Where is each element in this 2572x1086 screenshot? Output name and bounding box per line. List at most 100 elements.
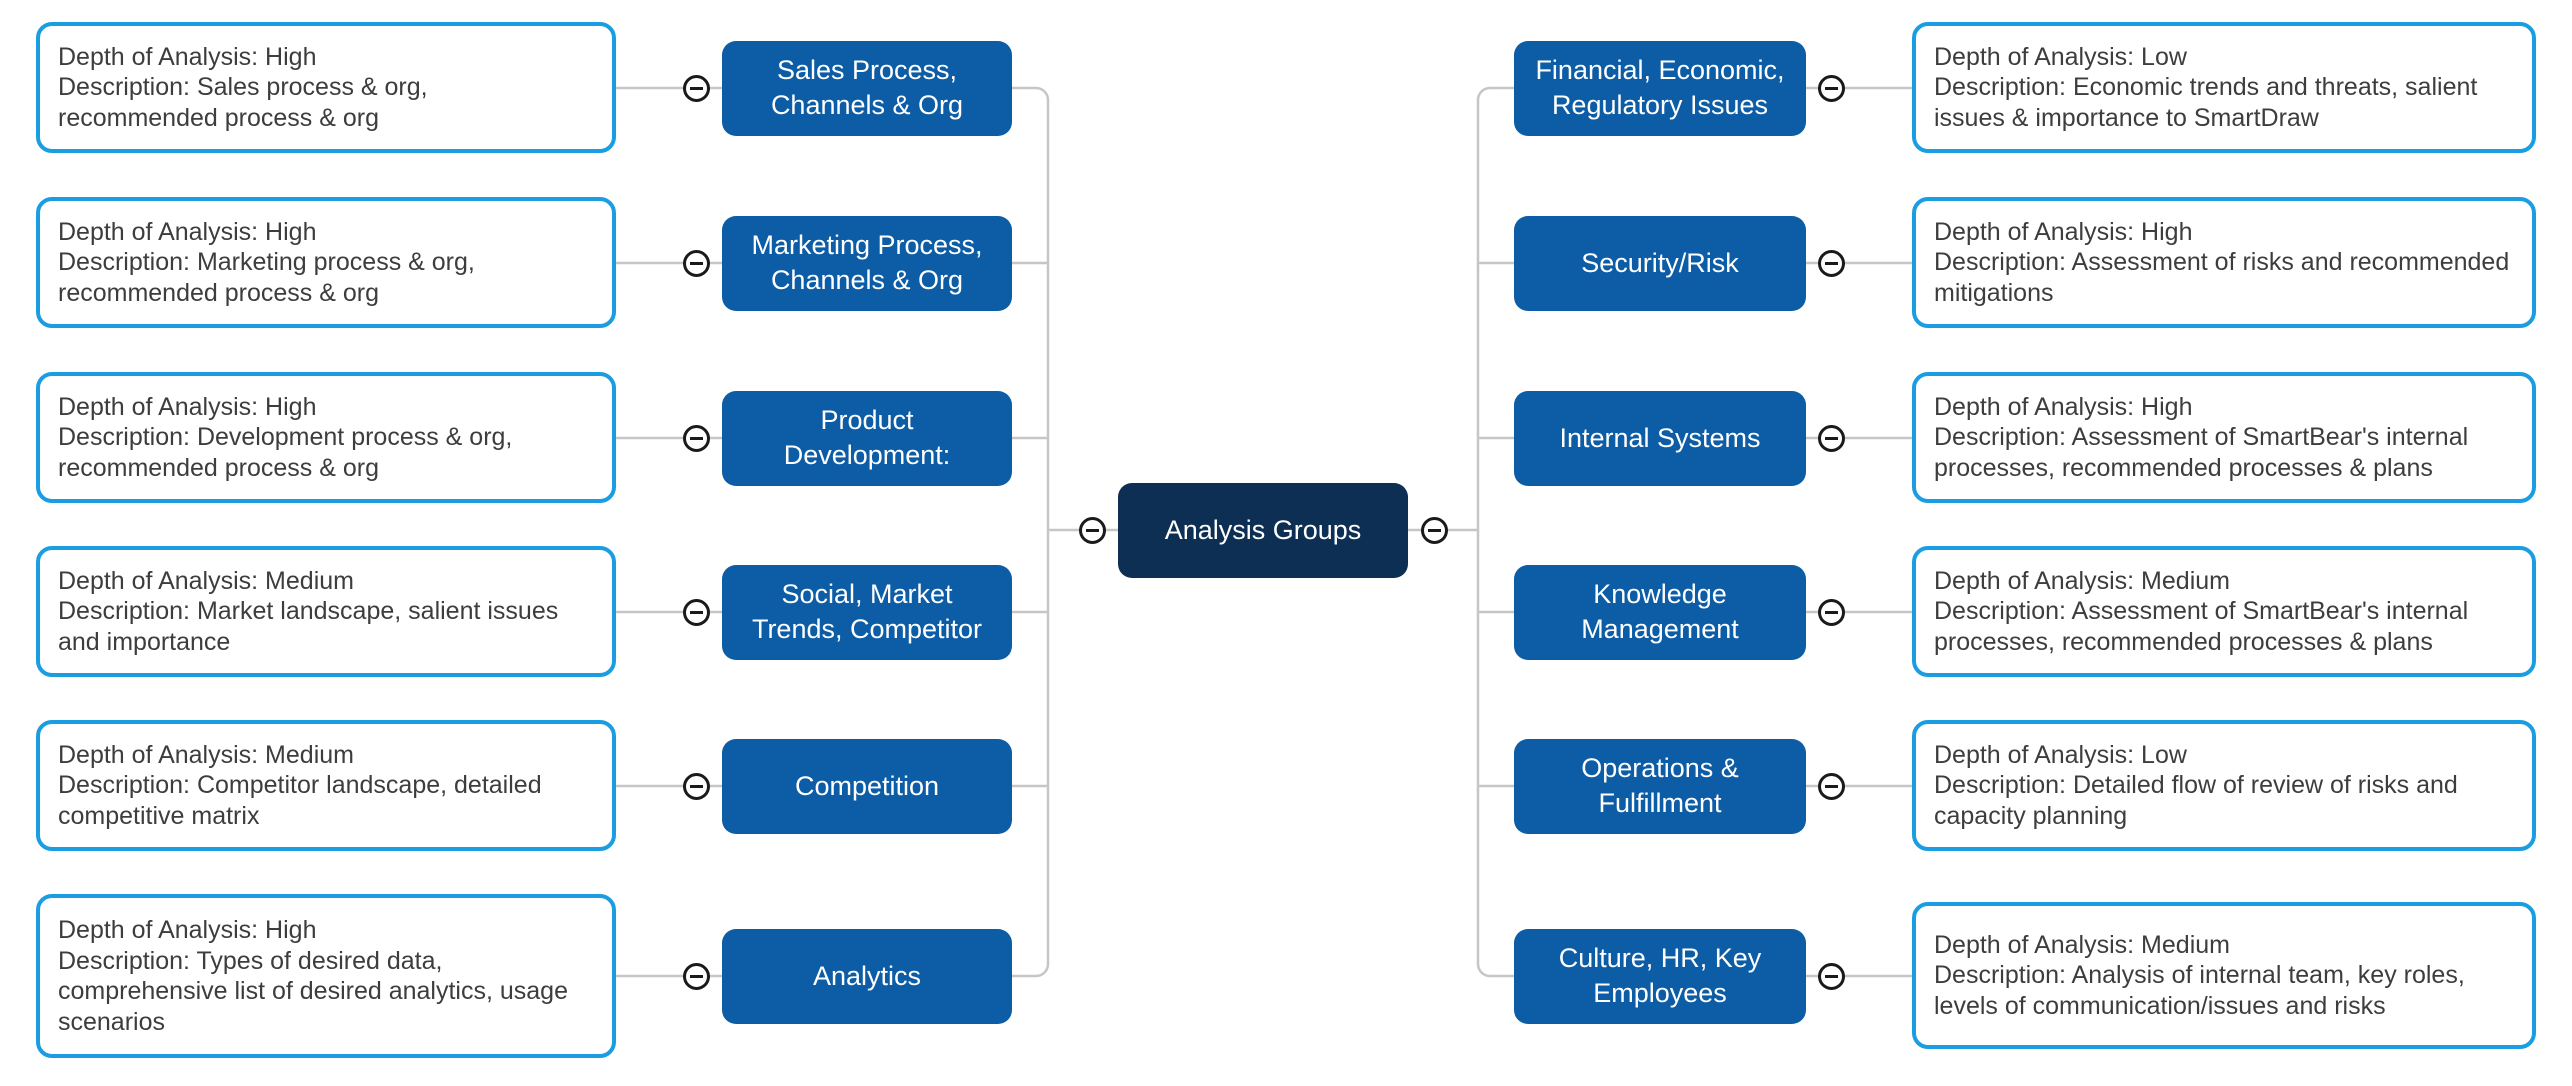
detail-text: Depth of Analysis: Medium Description: A…: [1934, 566, 2522, 658]
depth-text: Depth of Analysis: Medium: [58, 566, 354, 595]
node-security-risk[interactable]: Security/Risk: [1514, 215, 1806, 311]
node-label: Internal Systems: [1559, 422, 1761, 453]
collapse-button-financial[interactable]: [1818, 75, 1845, 102]
collapse-button-root-left[interactable]: [1079, 517, 1106, 544]
node-operations-fulfillment[interactable]: Operations & Fulfillment: [1514, 738, 1806, 834]
minus-icon: [1825, 87, 1838, 90]
collapse-button-social-market[interactable]: [683, 599, 710, 626]
detail-box-marketing[interactable]: Depth of Analysis: High Description: Mar…: [36, 197, 616, 328]
collapse-button-operations[interactable]: [1818, 773, 1845, 800]
node-culture-hr-key-employees[interactable]: Culture, HR, Key Employees: [1514, 928, 1806, 1024]
detail-box-product-development[interactable]: Depth of Analysis: High Description: Dev…: [36, 372, 616, 503]
detail-box-security-risk[interactable]: Depth of Analysis: High Description: Ass…: [1912, 197, 2536, 328]
node-label: Culture, HR, Key Employees: [1558, 943, 1762, 1008]
collapse-button-marketing[interactable]: [683, 250, 710, 277]
description-text: Description: Detailed flow of review of …: [1934, 771, 2458, 830]
detail-text: Depth of Analysis: High Description: Ass…: [1934, 392, 2522, 484]
detail-text: Depth of Analysis: High Description: Dev…: [58, 392, 590, 484]
minus-icon: [690, 262, 703, 265]
detail-box-analytics[interactable]: Depth of Analysis: High Description: Typ…: [36, 894, 616, 1058]
depth-text: Depth of Analysis: High: [58, 217, 317, 246]
depth-text: Depth of Analysis: High: [58, 392, 317, 421]
minus-icon: [1825, 262, 1838, 265]
node-marketing-process[interactable]: Marketing Process, Channels & Org: [722, 215, 1012, 311]
node-label: Competition: [794, 770, 940, 801]
detail-text: Depth of Analysis: High Description: Ass…: [1934, 217, 2522, 309]
collapse-button-knowledge-management[interactable]: [1818, 599, 1845, 626]
minus-icon: [690, 611, 703, 614]
node-label: Knowledge Management: [1581, 579, 1739, 644]
detail-box-operations[interactable]: Depth of Analysis: Low Description: Deta…: [1912, 720, 2536, 851]
minus-icon: [690, 437, 703, 440]
depth-text: Depth of Analysis: Medium: [1934, 566, 2230, 595]
depth-text: Depth of Analysis: Low: [1934, 42, 2187, 71]
right-bracket: [1476, 86, 1514, 978]
description-text: Description: Development process & org, …: [58, 423, 513, 482]
description-text: Description: Types of desired data, comp…: [58, 946, 568, 1036]
detail-box-knowledge-management[interactable]: Depth of Analysis: Medium Description: A…: [1912, 546, 2536, 677]
left-bracket: [1012, 86, 1050, 978]
detail-box-culture-hr[interactable]: Depth of Analysis: Medium Description: A…: [1912, 902, 2536, 1049]
detail-box-social-market[interactable]: Depth of Analysis: Medium Description: M…: [36, 546, 616, 677]
description-text: Description: Assessment of risks and rec…: [1934, 248, 2510, 307]
node-label: Sales Process, Channels & Org: [770, 55, 964, 120]
root-label: Analysis Groups: [1164, 515, 1362, 546]
detail-text: Depth of Analysis: Medium Description: M…: [58, 566, 590, 658]
description-text: Description: Assessment of SmartBear's i…: [1934, 423, 2469, 482]
detail-text: Depth of Analysis: High Description: Sal…: [58, 42, 590, 134]
minus-icon: [1428, 529, 1441, 532]
root-node-analysis-groups[interactable]: Analysis Groups: [1118, 483, 1408, 578]
node-label: Analytics: [812, 960, 922, 991]
collapse-button-sales[interactable]: [683, 75, 710, 102]
minus-icon: [690, 87, 703, 90]
description-text: Description: Economic trends and threats…: [1934, 73, 2478, 132]
depth-text: Depth of Analysis: High: [1934, 217, 2193, 246]
node-financial-economic-regulatory[interactable]: Financial, Economic, Regulatory Issues: [1514, 40, 1806, 136]
depth-text: Depth of Analysis: Low: [1934, 740, 2187, 769]
description-text: Description: Marketing process & org, re…: [58, 248, 475, 307]
depth-text: Depth of Analysis: High: [1934, 392, 2193, 421]
detail-text: Depth of Analysis: High Description: Mar…: [58, 217, 590, 309]
collapse-button-security-risk[interactable]: [1818, 250, 1845, 277]
description-text: Description: Market landscape, salient i…: [58, 597, 559, 656]
node-label: Marketing Process, Channels & Org: [751, 230, 983, 295]
detail-text: Depth of Analysis: Medium Description: C…: [58, 740, 590, 832]
node-label: Operations & Fulfillment: [1581, 753, 1739, 818]
node-label: Financial, Economic, Regulatory Issues: [1535, 55, 1785, 120]
collapse-button-analytics[interactable]: [683, 963, 710, 990]
depth-text: Depth of Analysis: Medium: [1934, 930, 2230, 959]
minus-icon: [1825, 437, 1838, 440]
description-text: Description: Analysis of internal team, …: [1934, 961, 2465, 1020]
node-label: Social, Market Trends, Competitor: [751, 579, 983, 644]
depth-text: Depth of Analysis: High: [58, 916, 317, 944]
node-product-development[interactable]: Product Development:: [722, 390, 1012, 486]
collapse-button-product-development[interactable]: [683, 425, 710, 452]
collapse-button-internal-systems[interactable]: [1818, 425, 1845, 452]
node-label: Product Development:: [783, 405, 951, 470]
minus-icon: [1825, 785, 1838, 788]
node-knowledge-management[interactable]: Knowledge Management: [1514, 564, 1806, 660]
node-internal-systems[interactable]: Internal Systems: [1514, 390, 1806, 486]
node-competition[interactable]: Competition: [722, 738, 1012, 834]
node-label: Security/Risk: [1581, 247, 1739, 278]
depth-text: Depth of Analysis: High: [58, 42, 317, 71]
detail-text: Depth of Analysis: Medium Description: A…: [1934, 930, 2522, 1022]
collapse-button-root-right[interactable]: [1421, 517, 1448, 544]
minus-icon: [1825, 611, 1838, 614]
detail-text: Depth of Analysis: Low Description: Econ…: [1934, 42, 2522, 134]
minus-icon: [1825, 975, 1838, 978]
detail-box-financial[interactable]: Depth of Analysis: Low Description: Econ…: [1912, 22, 2536, 153]
description-text: Description: Sales process & org, recomm…: [58, 73, 428, 132]
description-text: Description: Assessment of SmartBear's i…: [1934, 597, 2469, 656]
collapse-button-culture-hr[interactable]: [1818, 963, 1845, 990]
node-sales-process[interactable]: Sales Process, Channels & Org: [722, 40, 1012, 136]
node-analytics[interactable]: Analytics: [722, 928, 1012, 1024]
node-social-market-trends[interactable]: Social, Market Trends, Competitor: [722, 564, 1012, 660]
detail-box-sales[interactable]: Depth of Analysis: High Description: Sal…: [36, 22, 616, 153]
minus-icon: [690, 785, 703, 788]
detail-box-competition[interactable]: Depth of Analysis: Medium Description: C…: [36, 720, 616, 851]
detail-box-internal-systems[interactable]: Depth of Analysis: High Description: Ass…: [1912, 372, 2536, 503]
depth-text: Depth of Analysis: Medium: [58, 740, 354, 769]
collapse-button-competition[interactable]: [683, 773, 710, 800]
